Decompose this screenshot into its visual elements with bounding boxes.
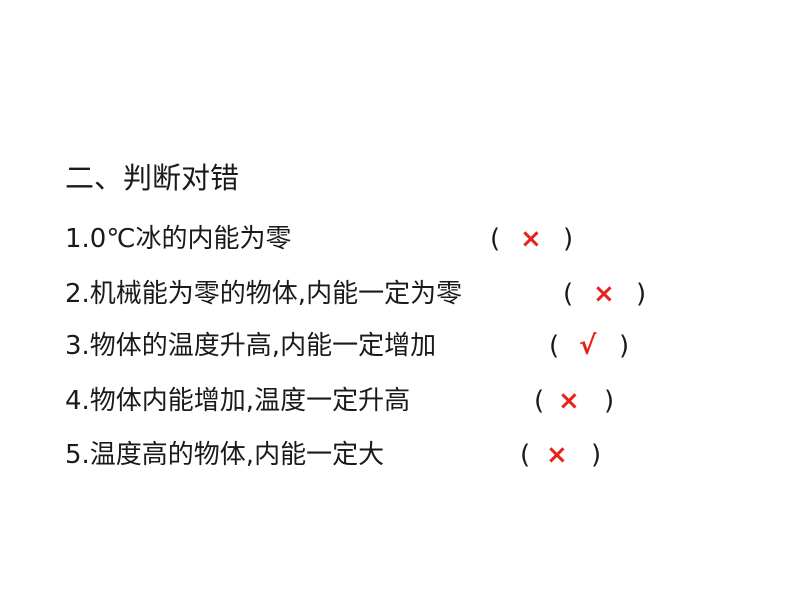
question-4-text: 4.物体内能增加,温度一定升高 [65,386,411,416]
question-3-answer-mark: √ [579,331,597,361]
question-5-close-paren: ) [591,440,602,470]
question-1-text: 1.0℃冰的内能为零 [65,224,292,254]
question-2-open-paren: ( [563,279,574,309]
question-3-text: 3.物体的温度升高,内能一定增加 [65,331,437,361]
question-4-open-paren: ( [534,386,545,416]
question-3-open-paren: ( [549,331,560,361]
question-2-close-paren: ) [636,279,647,309]
question-5-answer-mark: × [546,440,568,470]
question-2-text: 2.机械能为零的物体,内能一定为零 [65,279,463,309]
question-1-open-paren: ( [490,224,501,254]
question-5-text: 5.温度高的物体,内能一定大 [65,440,385,470]
section-heading: 二、判断对错 [65,161,240,195]
question-5-open-paren: ( [520,440,531,470]
question-3-close-paren: ) [619,331,630,361]
question-2-answer-mark: × [593,279,615,309]
question-1-close-paren: ) [563,224,574,254]
question-4-close-paren: ) [604,386,615,416]
question-1-answer-mark: × [520,224,542,254]
question-4-answer-mark: × [558,386,580,416]
